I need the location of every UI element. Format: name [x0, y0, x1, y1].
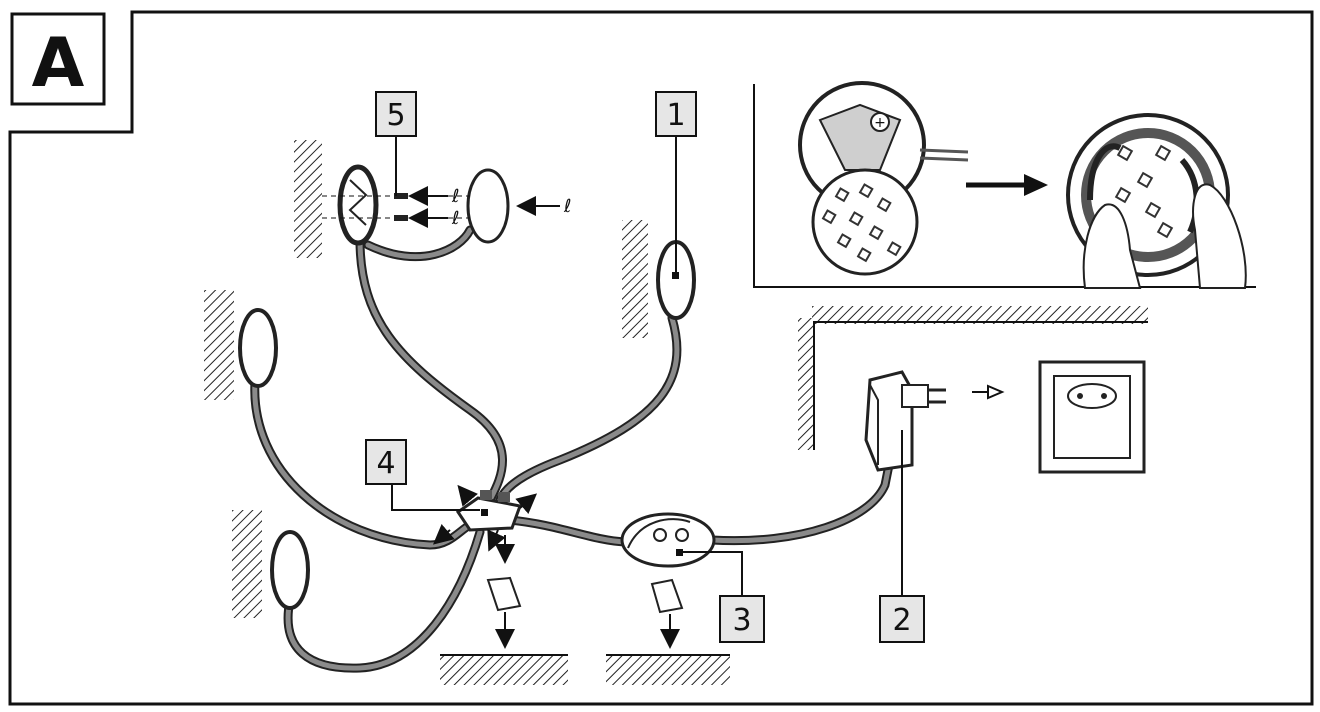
svg-text:2: 2	[892, 603, 911, 638]
svg-text:4: 4	[376, 446, 395, 481]
hand-left	[1082, 203, 1142, 289]
callout-3: 3	[719, 595, 765, 643]
panel-frame	[8, 10, 1314, 706]
power-adapter	[864, 370, 1005, 472]
floor-left	[440, 655, 568, 685]
callout-leaders	[391, 136, 903, 596]
callout-4: 4	[365, 439, 407, 485]
wall-top-left	[294, 140, 322, 258]
spotlight-mid-left	[238, 308, 278, 388]
adhesive-pad-left	[486, 576, 522, 649]
svg-text:+: +	[874, 115, 886, 131]
svg-text:3: 3	[732, 603, 751, 638]
distributor-box	[432, 484, 538, 564]
panel-letter-box	[10, 12, 106, 106]
svg-text:ℓ: ℓ	[451, 208, 459, 229]
wall-mid-left	[204, 290, 234, 400]
wall-corner-top	[812, 306, 1148, 324]
inset-spotlight-open: +	[798, 81, 969, 276]
svg-text:5: 5	[386, 98, 405, 133]
hand-right	[1192, 183, 1247, 289]
callout-5: 5	[375, 91, 417, 137]
inset-spotlight-twist	[1066, 113, 1247, 289]
wall-corner-edge	[813, 321, 1148, 450]
spotlight-bottom-left	[270, 530, 310, 610]
wall-right-spot	[622, 220, 648, 338]
adhesive-pad-right	[650, 578, 684, 649]
panel-letter: A	[32, 24, 85, 103]
wall-socket	[1038, 360, 1146, 474]
floor-right	[606, 655, 730, 685]
callout-1: 1	[655, 91, 697, 137]
inline-switch	[620, 512, 716, 568]
wall-bottom-left	[232, 510, 262, 618]
svg-text:ℓ: ℓ	[563, 196, 571, 217]
spotlight-5-cover	[466, 168, 510, 244]
wall-corner-side	[798, 318, 814, 450]
cables	[250, 225, 895, 673]
svg-text:1: 1	[666, 98, 685, 133]
callout-2: 2	[879, 595, 925, 643]
inset-arrow	[966, 174, 1048, 196]
svg-text:ℓ: ℓ	[451, 186, 459, 207]
spotlight-5-mount	[337, 164, 379, 246]
